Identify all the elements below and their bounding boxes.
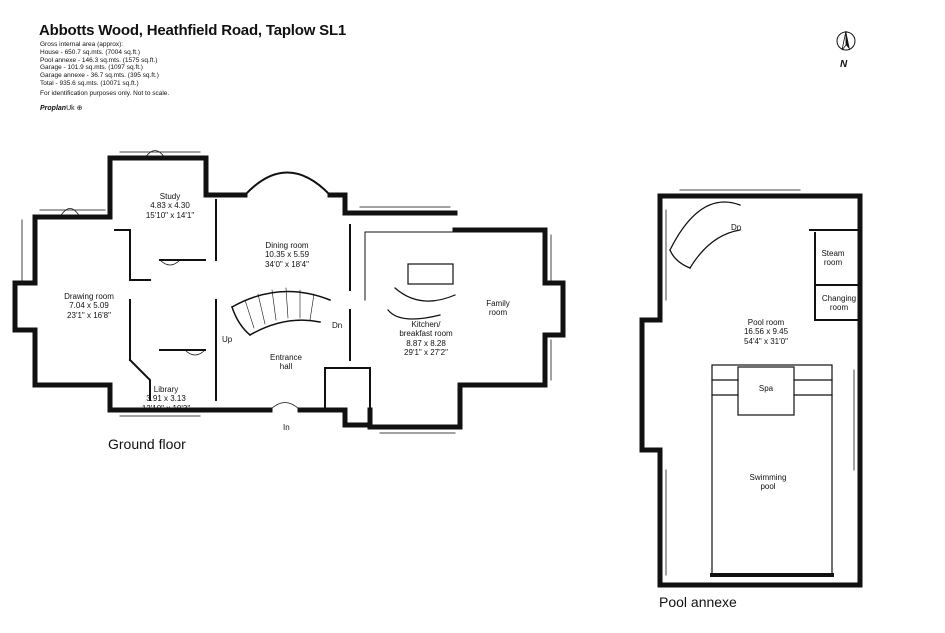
pool-annexe-walls [639, 193, 863, 588]
entry-label: In [283, 423, 290, 432]
room-swimming-pool: Swimming pool [749, 473, 787, 492]
room-steam: Steam room [821, 249, 845, 268]
room-entrance: Entrance hall [269, 353, 303, 372]
room-spa: Spa [758, 384, 774, 393]
swimming-pool-outline [711, 364, 833, 576]
room-changing: Changing room [821, 294, 857, 313]
logo-brand: Proplan [40, 105, 67, 112]
pool-annexe-label: Pool annexe [659, 594, 737, 610]
room-study: Study 4.83 x 4.30 15'10" x 14'1" [145, 192, 195, 220]
area-line: Pool annexe - 146.3 sq.mts. (1575 sq.ft.… [40, 56, 158, 64]
room-family: Family room [486, 299, 510, 318]
stair-down-label: Dn [332, 321, 343, 330]
stair-up-label: Up [222, 335, 233, 344]
area-line: Total - 935.6 sq.mts. (10071 sq.ft.) [40, 79, 139, 87]
area-line: Garage annexe - 36.7 sq.mts. (395 sq.ft.… [40, 72, 159, 80]
north-arrow-icon [836, 30, 856, 51]
area-line: Garage - 101.9 sq.mts. (1097 sq.ft.) [40, 64, 143, 72]
room-kitchen: Kitchen/ breakfast room 8.87 x 8.28 29'1… [399, 320, 453, 358]
room-drawing: Drawing room 7.04 x 5.09 23'1" x 16'8" [64, 292, 114, 320]
logo-suffix: Uk [66, 105, 75, 112]
area-heading: Gross internal area (approx): [40, 41, 124, 48]
room-dining: Dining room 10.35 x 5.59 34'0" x 18'4" [264, 241, 310, 269]
page-title: Abbotts Wood, Heathfield Road, Taplow SL… [39, 22, 347, 39]
area-summary: Gross internal area (approx): House - 65… [40, 41, 169, 98]
ground-floor-label: Ground floor [108, 436, 186, 452]
disclaimer: For identification purposes only. Not to… [40, 89, 170, 97]
ground-floor-staircase [230, 290, 331, 337]
room-pool-room: Pool room 16.56 x 9.45 54'4" x 31'0" [743, 318, 789, 346]
area-line: House - 650.7 sq.mts. (7004 sq.ft.) [40, 48, 141, 56]
north-label: N [840, 59, 848, 70]
room-library: Library 3.91 x 3.13 12'10" x 10'3" [141, 385, 191, 413]
annexe-stair-down-label: Dn [731, 223, 742, 232]
proplan-logo: ProplanUk ⊕ [40, 105, 83, 112]
